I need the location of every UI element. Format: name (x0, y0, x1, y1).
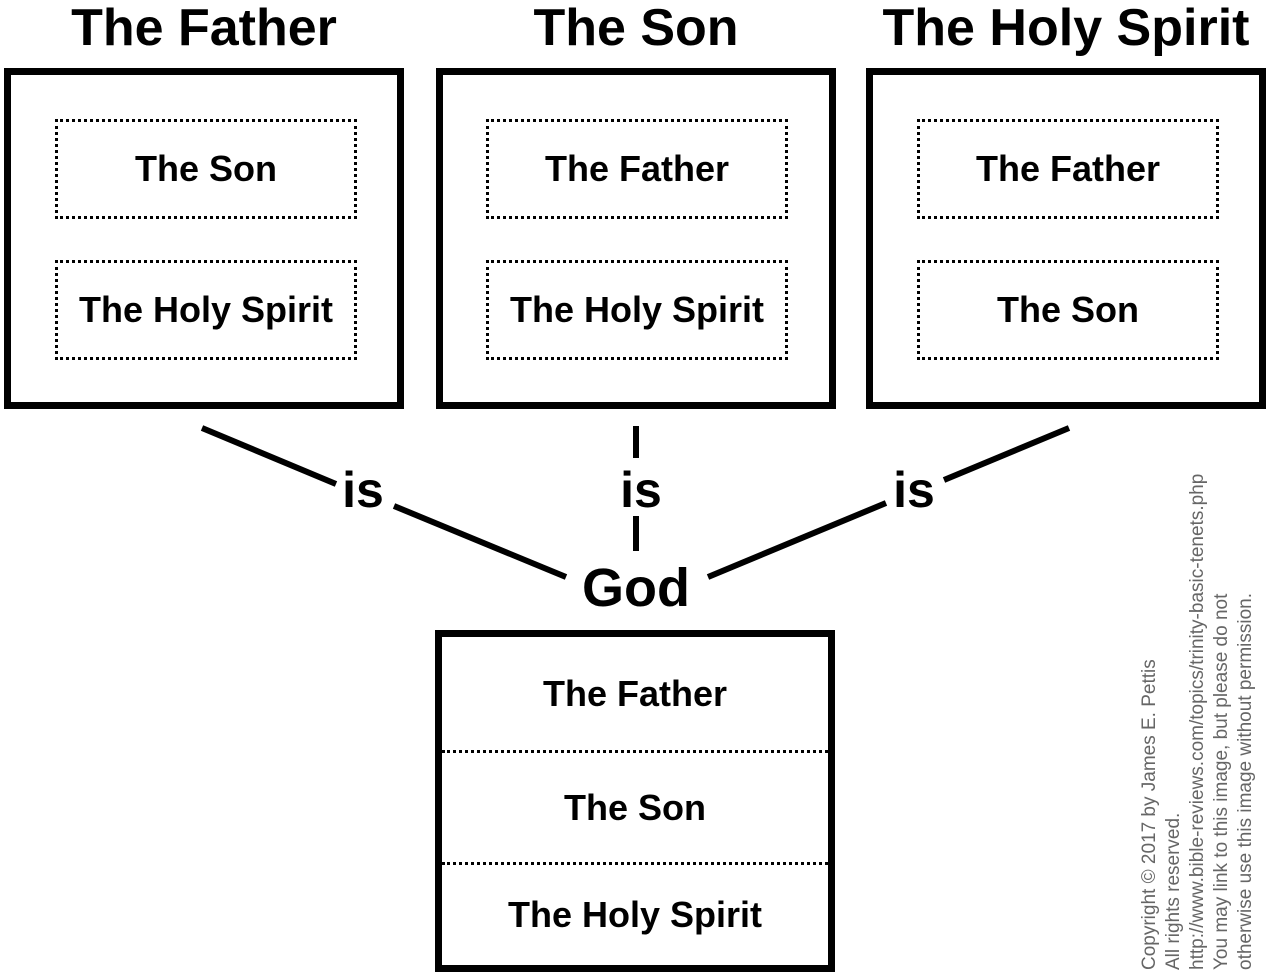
is-label-left: is (342, 462, 384, 518)
copyright-line: Copyright © 2017 by James E. Pettis (1139, 659, 1160, 970)
god-box: The Father The Son The Holy Spirit (435, 630, 835, 972)
copyright-line: You may link to this image, but please d… (1211, 593, 1232, 970)
holy-spirit-inner-father: The Father (917, 119, 1219, 219)
god-member-son: The Son (442, 753, 828, 865)
copyright-notice: Copyright © 2017 by James E. Pettis All … (1138, 474, 1258, 970)
title-holy-spirit: The Holy Spirit (882, 0, 1250, 57)
father-box: The Son The Holy Spirit (4, 68, 404, 409)
title-son: The Son (533, 0, 739, 57)
son-box: The Father The Holy Spirit (436, 68, 836, 409)
connector-left-lower (392, 503, 568, 580)
is-label-right: is (893, 462, 935, 518)
god-member-holy-spirit: The Holy Spirit (507, 894, 763, 935)
connector-left-upper (200, 425, 338, 487)
god-member-father: The Father (442, 637, 828, 753)
holy-spirit-box: The Father The Son (866, 68, 1266, 409)
god-label: God (582, 558, 690, 618)
son-inner-holy-spirit: The Holy Spirit (486, 260, 788, 360)
title-father: The Father (71, 0, 337, 57)
connector-right-lower (706, 500, 888, 580)
holy-spirit-inner-son: The Son (917, 260, 1219, 360)
copyright-line: All rights reserved. (1163, 812, 1184, 970)
connector-right-upper (942, 425, 1071, 483)
son-inner-father: The Father (486, 119, 788, 219)
father-inner-holy-spirit: The Holy Spirit (55, 260, 357, 360)
copyright-line: otherwise use this image without permiss… (1235, 592, 1256, 970)
copyright-url: http://www.bible-reviews.com/topics/trin… (1187, 473, 1208, 970)
father-inner-son: The Son (55, 119, 357, 219)
is-label-center: is (620, 462, 662, 518)
